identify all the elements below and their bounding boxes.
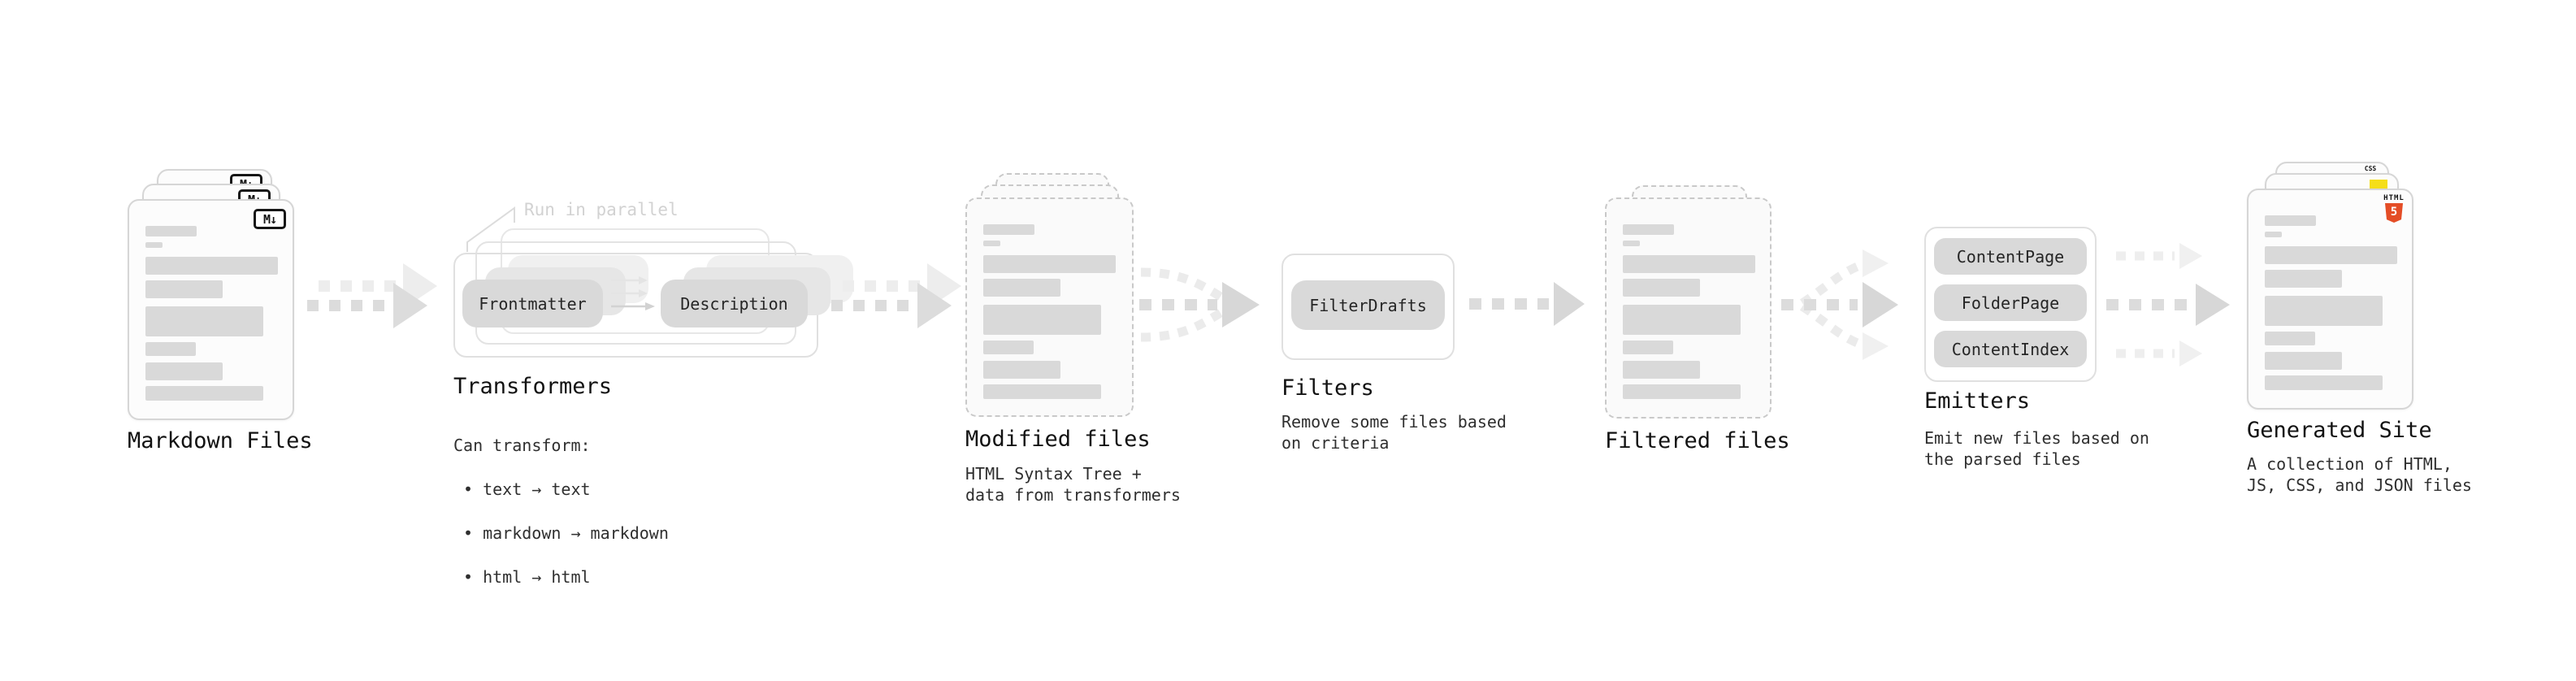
stage-label-filtered-files: Filtered files bbox=[1605, 428, 1790, 453]
note-bullet: • text → text bbox=[463, 479, 591, 499]
stage-label-transformers: Transformers bbox=[453, 374, 613, 399]
filterdrafts-pill: FilterDrafts bbox=[1291, 280, 1445, 330]
modified-files-note: HTML Syntax Tree + data from transformer… bbox=[965, 464, 1181, 505]
note-bullet: • markdown → markdown bbox=[463, 523, 669, 543]
flow-arrow-emitters-to-site bbox=[2106, 243, 2230, 367]
emitters-frame bbox=[1924, 227, 2097, 382]
text-line-placeholder bbox=[2265, 215, 2316, 226]
flow-arrow-filters-to-filtered bbox=[1469, 282, 1585, 326]
stage-label-emitters: Emitters bbox=[1924, 388, 2031, 414]
filters-frame bbox=[1281, 254, 1455, 360]
text-line-placeholder bbox=[983, 340, 1034, 354]
contentindex-pill: ContentIndex bbox=[1934, 331, 2087, 367]
flow-arrow-filtered-to-emitters bbox=[1781, 249, 1898, 360]
text-line-placeholder bbox=[1623, 255, 1755, 273]
site-document-html: HTML 5 bbox=[2247, 189, 2413, 410]
text-line-placeholder bbox=[2265, 332, 2315, 345]
text-line-placeholder bbox=[145, 242, 163, 248]
text-line-placeholder bbox=[2265, 246, 2397, 264]
note-bullet: • html → html bbox=[463, 567, 591, 587]
note-line: Can transform: bbox=[453, 436, 591, 455]
css-icon-text: CSS bbox=[2364, 165, 2377, 172]
flow-arrow-transformers-to-modified bbox=[831, 263, 961, 328]
javascript-icon bbox=[2370, 180, 2387, 189]
filters-note: Remove some files based on criteria bbox=[1281, 412, 1507, 453]
text-line-placeholder bbox=[1623, 224, 1674, 235]
text-line-placeholder bbox=[2265, 352, 2342, 370]
text-line-placeholder bbox=[983, 255, 1116, 273]
text-line-placeholder bbox=[2265, 232, 2282, 237]
filtered-document-front bbox=[1605, 197, 1772, 419]
text-line-placeholder bbox=[145, 306, 263, 336]
text-line-placeholder bbox=[983, 224, 1034, 235]
pill-connector-arrows bbox=[611, 276, 655, 310]
contentpage-pill: ContentPage bbox=[1934, 238, 2087, 275]
text-line-placeholder bbox=[983, 384, 1101, 399]
text-line-placeholder bbox=[983, 241, 1000, 246]
text-line-placeholder bbox=[1623, 279, 1700, 297]
frontmatter-pill: Frontmatter bbox=[462, 280, 603, 327]
stage-label-filters: Filters bbox=[1281, 375, 1374, 401]
transformers-note: Can transform: • text → text • markdown … bbox=[453, 413, 669, 610]
annotation-leader-line bbox=[466, 206, 515, 252]
stage-label-modified-files: Modified files bbox=[965, 427, 1151, 452]
text-line-placeholder bbox=[1623, 384, 1741, 399]
modified-document-front bbox=[965, 197, 1134, 417]
flow-arrow-modified-to-filters bbox=[1139, 267, 1260, 342]
html5-icon-word: HTML bbox=[2383, 194, 2405, 202]
stage-label-markdown-files: Markdown Files bbox=[128, 428, 313, 453]
text-line-placeholder bbox=[145, 280, 223, 298]
folderpage-pill: FolderPage bbox=[1934, 284, 2087, 321]
markdown-icon: M↓ bbox=[254, 209, 286, 229]
text-line-placeholder bbox=[983, 305, 1101, 335]
text-line-placeholder bbox=[1623, 340, 1673, 354]
text-line-placeholder bbox=[1623, 361, 1700, 379]
emitters-note: Emit new files based on the parsed files bbox=[1924, 428, 2149, 469]
stage-label-generated-site: Generated Site bbox=[2247, 418, 2432, 443]
text-line-placeholder bbox=[2265, 375, 2383, 390]
text-line-placeholder bbox=[145, 342, 196, 356]
html5-icon-shield: 5 bbox=[2385, 203, 2403, 223]
text-line-placeholder bbox=[983, 361, 1060, 379]
text-line-placeholder bbox=[2265, 296, 2383, 326]
description-pill: Description bbox=[661, 280, 808, 327]
run-in-parallel-annotation: Run in parallel bbox=[524, 200, 679, 219]
text-line-placeholder bbox=[145, 386, 263, 401]
text-line-placeholder bbox=[1623, 305, 1741, 335]
text-line-placeholder bbox=[145, 257, 278, 275]
text-line-placeholder bbox=[983, 279, 1060, 297]
text-line-placeholder bbox=[145, 362, 223, 380]
html5-icon: HTML 5 bbox=[2383, 194, 2405, 223]
markdown-document-front: M↓ bbox=[128, 199, 294, 420]
text-line-placeholder bbox=[2265, 270, 2342, 288]
text-line-placeholder bbox=[1623, 241, 1640, 246]
text-line-placeholder bbox=[145, 226, 197, 236]
generated-site-note: A collection of HTML, JS, CSS, and JSON … bbox=[2247, 454, 2472, 495]
flow-arrow-markdown-to-transformers bbox=[307, 263, 437, 328]
